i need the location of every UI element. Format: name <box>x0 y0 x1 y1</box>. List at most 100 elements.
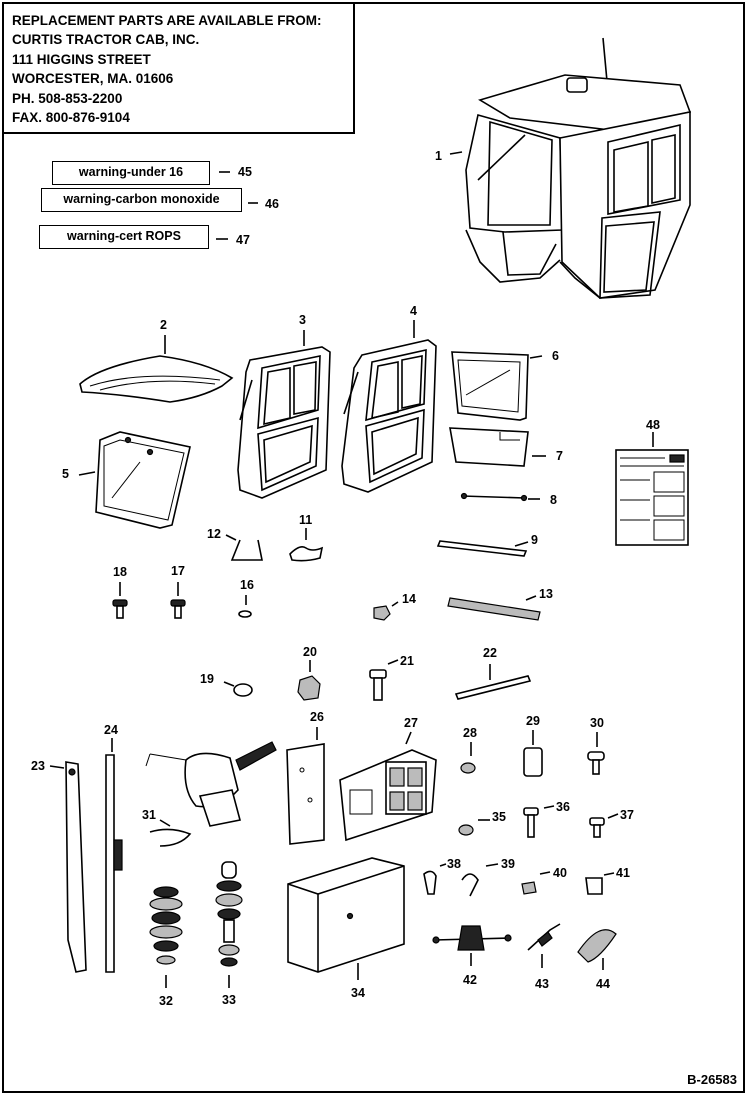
nut-40 <box>521 881 537 895</box>
supplier-company: CURTIS TRACTOR CAB, INC. <box>12 32 200 48</box>
callout-33: 33 <box>222 993 236 1007</box>
callout-1: 1 <box>435 149 442 163</box>
windshield-glass <box>95 431 191 529</box>
callout-6: 6 <box>552 349 559 363</box>
callout-44: 44 <box>596 977 610 991</box>
callout-37: 37 <box>620 808 634 822</box>
callout-31: 31 <box>142 808 156 822</box>
mount-plate <box>286 743 325 845</box>
callout-4: 4 <box>410 304 417 318</box>
callout-39: 39 <box>501 857 515 871</box>
cable-tie-39 <box>461 873 479 897</box>
warning-label-cert-rops: warning-cert ROPS <box>39 225 209 249</box>
callout-22: 22 <box>483 646 497 660</box>
screw-37 <box>589 817 605 838</box>
harness-43 <box>527 923 561 951</box>
nut-14 <box>373 605 391 621</box>
callout-11: 11 <box>299 513 313 527</box>
callout-46: 46 <box>265 197 279 211</box>
cab-assembly <box>465 37 692 299</box>
terminal-38 <box>423 870 437 895</box>
callout-14: 14 <box>402 592 416 606</box>
callout-24: 24 <box>104 723 118 737</box>
callout-47: 47 <box>236 233 250 247</box>
callout-13: 13 <box>539 587 553 601</box>
control-panel <box>339 749 437 842</box>
callout-17: 17 <box>171 564 185 578</box>
callout-21: 21 <box>400 654 414 668</box>
supplier-fax: FAX. 800-876-9104 <box>12 110 130 126</box>
screw-18 <box>112 599 128 619</box>
supplier-street: 111 HIGGINS STREET <box>12 51 151 67</box>
u-bolt <box>230 539 263 561</box>
wiper-arm <box>65 761 87 973</box>
callout-42: 42 <box>463 973 477 987</box>
callout-16: 16 <box>240 578 254 592</box>
spacer-29 <box>523 747 543 777</box>
callout-43: 43 <box>535 977 549 991</box>
wiper-blade <box>105 754 115 973</box>
bushing-stack-32 <box>149 886 183 965</box>
bolt-36 <box>523 807 539 838</box>
callout-32: 32 <box>159 994 173 1008</box>
wire-clip <box>149 828 192 847</box>
callout-9: 9 <box>531 533 538 547</box>
callout-40: 40 <box>553 866 567 880</box>
rod-22 <box>454 675 532 700</box>
left-door <box>237 346 331 499</box>
callout-18: 18 <box>113 565 127 579</box>
callout-26: 26 <box>310 710 324 724</box>
decal-sheet <box>615 449 689 546</box>
lower-rear-window <box>449 427 529 467</box>
channel-bracket <box>287 857 405 973</box>
hose-44 <box>577 929 617 963</box>
callout-7: 7 <box>556 449 563 463</box>
callout-27: 27 <box>404 716 418 730</box>
seal-strip <box>436 540 528 557</box>
grommet-19 <box>233 683 253 697</box>
bracket-41 <box>585 877 603 895</box>
callout-3: 3 <box>299 313 306 327</box>
supplier-phone: PH. 508-853-2200 <box>12 90 123 106</box>
callout-30: 30 <box>590 716 604 730</box>
warning-label-under-16: warning-under 16 <box>52 161 210 185</box>
clamp <box>289 546 324 562</box>
callout-5: 5 <box>62 467 69 481</box>
callout-19: 19 <box>200 672 214 686</box>
supplier-heading: REPLACEMENT PARTS ARE AVAILABLE FROM: <box>12 13 322 28</box>
callout-36: 36 <box>556 800 570 814</box>
callout-38: 38 <box>447 857 461 871</box>
callout-23: 23 <box>31 759 45 773</box>
right-door <box>341 339 437 493</box>
callout-34: 34 <box>351 986 365 1000</box>
nut-28 <box>460 762 476 774</box>
callout-35: 35 <box>492 810 506 824</box>
supplier-info-box: REPLACEMENT PARTS ARE AVAILABLE FROM: CU… <box>2 2 355 134</box>
callout-20: 20 <box>303 645 317 659</box>
washer-35 <box>458 824 474 836</box>
bushing-stack-33 <box>215 861 243 967</box>
wiper-motor <box>145 741 277 827</box>
figure-reference: B-26583 <box>687 1072 737 1087</box>
screw-30 <box>587 751 605 775</box>
bolt-21 <box>369 669 387 701</box>
callout-41: 41 <box>616 866 630 880</box>
harness-42 <box>432 925 512 951</box>
callout-2: 2 <box>160 318 167 332</box>
channel-strip <box>447 597 541 621</box>
washer-16 <box>238 610 252 618</box>
callout-29: 29 <box>526 714 540 728</box>
rear-window <box>451 351 529 421</box>
callout-8: 8 <box>550 493 557 507</box>
nut-20 <box>297 675 321 701</box>
screw-17 <box>170 599 186 619</box>
callout-28: 28 <box>463 726 477 740</box>
callout-48: 48 <box>646 418 660 432</box>
warning-label-carbon-monoxide: warning-carbon monoxide <box>41 188 242 212</box>
supplier-city: WORCESTER, MA. 01606 <box>12 71 174 87</box>
callout-45: 45 <box>238 165 252 179</box>
callout-12: 12 <box>207 527 221 541</box>
roof-panel <box>79 355 234 403</box>
